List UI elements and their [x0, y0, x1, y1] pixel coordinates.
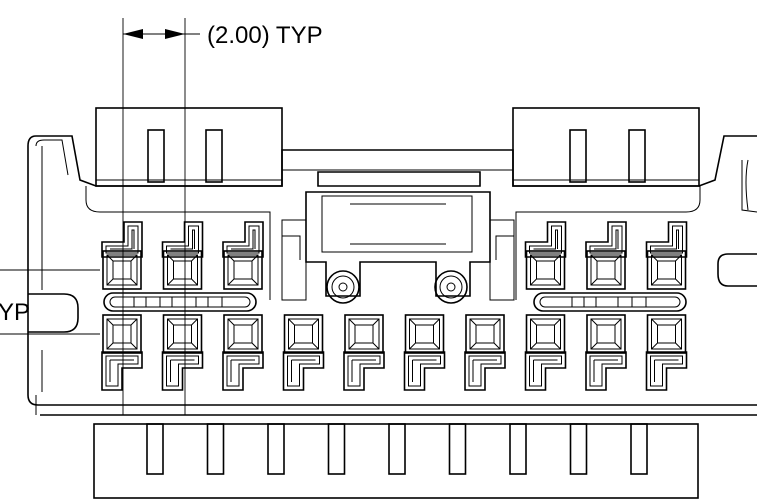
- header-pins: [146, 423, 648, 475]
- header-pin: [146, 423, 164, 475]
- bottom-header: [93, 423, 699, 499]
- lower-latch-cavity: [464, 351, 506, 391]
- lower-terminal-cavity: [465, 314, 505, 354]
- lower-terminal-cavity: [102, 314, 142, 354]
- arrowhead-right-icon: [165, 29, 185, 39]
- header-pin: [388, 423, 406, 475]
- retention-slot-left: [103, 292, 257, 312]
- lower-latch-cavity: [585, 351, 627, 391]
- lower-terminal-cavity: [404, 314, 445, 354]
- lower-terminal-cavity: [162, 314, 203, 354]
- lower-terminal-cavity: [646, 314, 687, 354]
- lower-latch-cavity: [524, 351, 567, 391]
- top-housing-left: [95, 107, 283, 187]
- center-latch: [281, 149, 515, 304]
- lower-latch-cavity: [645, 351, 688, 391]
- lower-terminal-cavity: [223, 314, 263, 354]
- lower-terminal-cavity: [586, 314, 626, 354]
- lower-terminal-cavity: [344, 314, 384, 354]
- top-housing-right: [512, 107, 700, 187]
- header-pin: [267, 423, 285, 475]
- arrowhead-left-icon: [123, 29, 143, 39]
- retention-slot-right: [533, 292, 687, 312]
- pitch-dimension: (2.00) TYP: [122, 18, 323, 415]
- header-pin: [509, 423, 527, 475]
- terminal-cavities: [101, 221, 688, 391]
- header-pin: [206, 423, 225, 475]
- lower-terminal-cavity: [525, 314, 566, 354]
- lower-latch-cavity: [161, 351, 204, 391]
- lower-latch-cavity: [403, 351, 446, 391]
- row-pitch-dimension: YP: [0, 269, 100, 335]
- header-pin: [630, 423, 648, 475]
- latch-pin-left-icon: [326, 270, 360, 304]
- header-pin: [448, 423, 467, 475]
- lower-latch-cavity: [222, 351, 264, 391]
- header-pin: [569, 423, 588, 475]
- lower-latch-cavity: [101, 351, 143, 391]
- pitch-dimension-label: (2.00) TYP: [207, 22, 323, 49]
- header-pin: [327, 423, 346, 475]
- latch-pin-right-icon: [434, 270, 468, 304]
- lower-latch-cavity: [343, 351, 385, 391]
- row-dimension-label: YP: [0, 299, 30, 326]
- lower-terminal-cavity: [283, 314, 324, 354]
- lower-latch-cavity: [282, 351, 325, 391]
